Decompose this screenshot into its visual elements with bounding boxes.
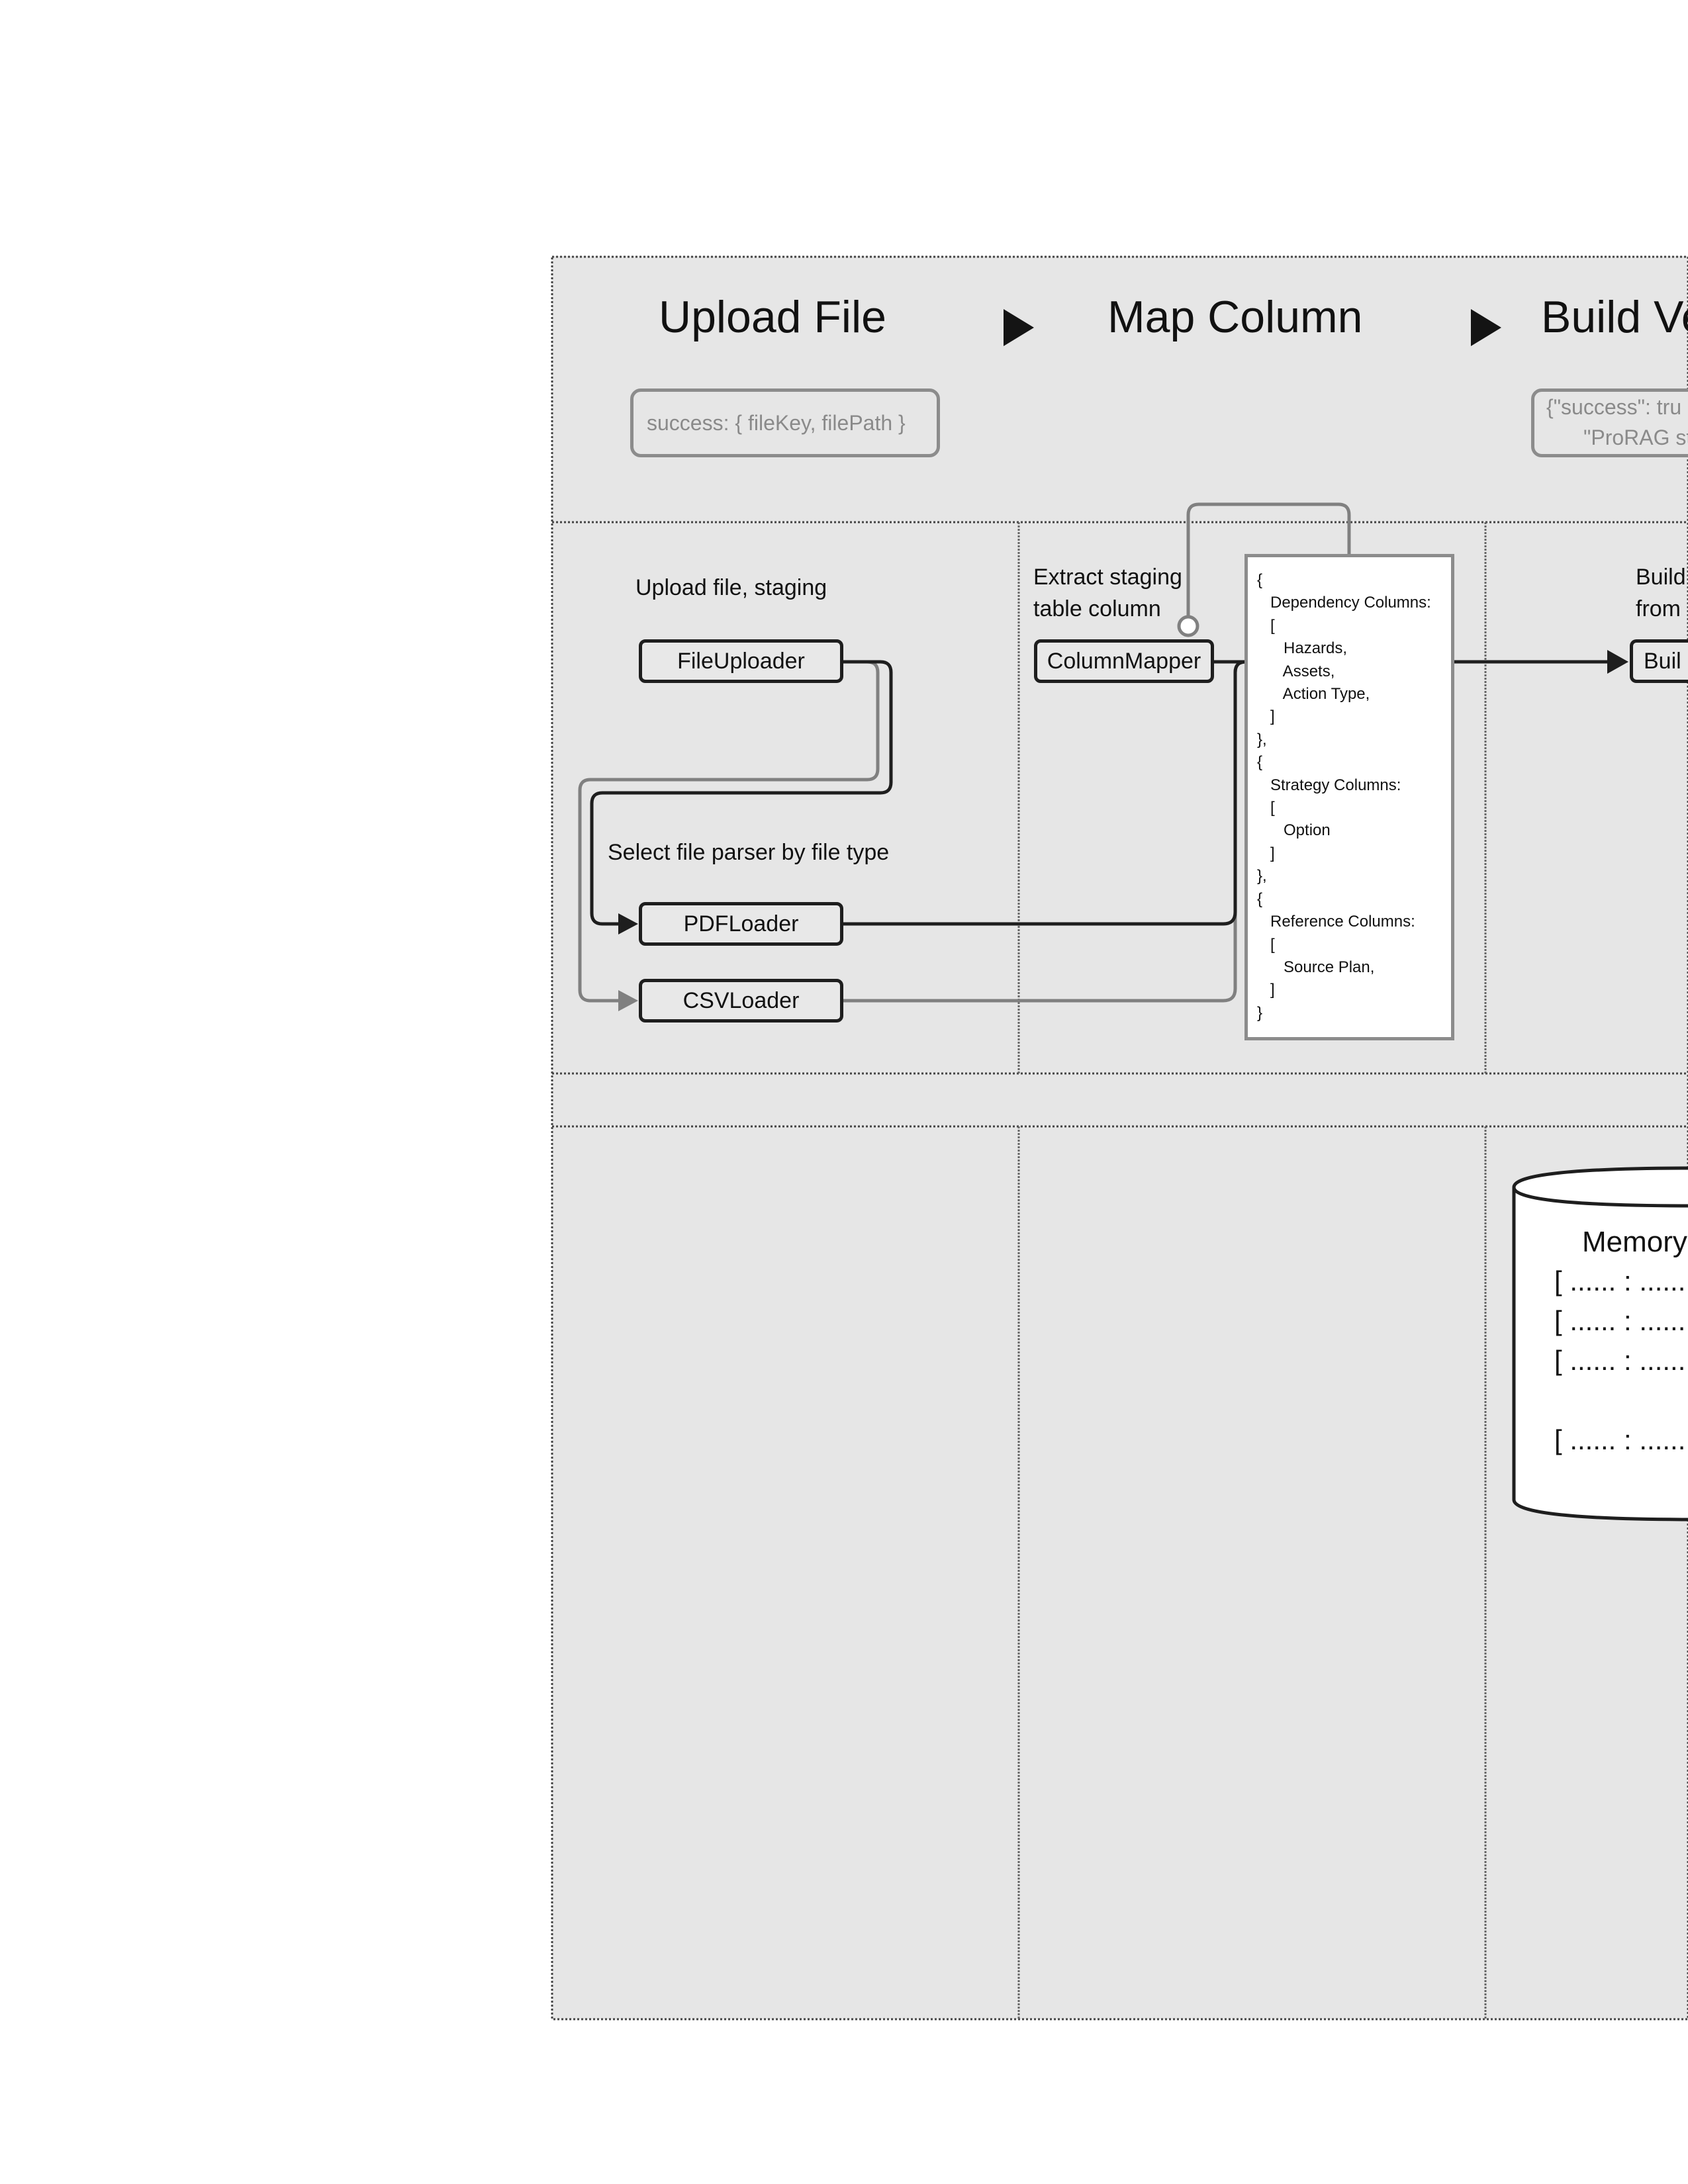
memory-store-title: Memory	[1582, 1226, 1687, 1258]
vector-builder-node[interactable]: Buil	[1630, 639, 1688, 683]
csvloader-arrowhead	[618, 990, 638, 1011]
stage-title-map-column: Map Column	[1107, 292, 1363, 342]
column-spec-line: },	[1257, 867, 1267, 886]
edge-pdfloader-to-columnmapper	[843, 660, 1246, 926]
column-spec-line: Strategy Columns:	[1257, 776, 1401, 794]
column-spec-line: Dependency Columns:	[1257, 594, 1431, 612]
build-result-line-2: "ProRAG st	[1583, 426, 1688, 449]
build-result-line-1: {"success": tru	[1546, 395, 1682, 419]
play-arrow-icon	[1471, 309, 1501, 346]
edge-csvloader-to-columnmapper	[843, 660, 1246, 1003]
column-spec-line: Option	[1257, 821, 1331, 840]
memory-row: [ ...... : ......	[1554, 1305, 1686, 1336]
spec-connector-port	[1177, 615, 1199, 637]
edge-uploader-to-pdfloader	[590, 660, 893, 926]
pdf-loader-node[interactable]: PDFLoader	[639, 902, 843, 946]
column-spec-line: ]	[1257, 844, 1275, 862]
builder-arrowhead	[1607, 650, 1628, 674]
column-spec-line: {	[1257, 571, 1263, 589]
upload-lane-description: Upload file, staging	[635, 575, 827, 600]
column-spec-line: {	[1257, 889, 1263, 908]
column-spec-line: },	[1257, 730, 1267, 749]
column-spec-line: [	[1257, 616, 1275, 635]
upload-result-badge: success: { fileKey, filePath }	[630, 388, 940, 457]
memory-row: [ ...... : ......	[1554, 1424, 1686, 1455]
column-mapper-node[interactable]: ColumnMapper	[1034, 639, 1214, 683]
memory-cylinder-body	[1512, 1166, 1688, 1522]
build-lane-description-line-2: from	[1636, 596, 1681, 621]
pdfloader-arrowhead	[618, 913, 638, 934]
swimlane-frame	[552, 256, 1688, 2019]
stage-title-build: Build Ve	[1541, 292, 1688, 342]
column-spec-line: [	[1257, 935, 1275, 954]
memory-cylinder-rim	[1512, 1187, 1688, 1208]
column-spec-line: Source Plan,	[1257, 958, 1375, 976]
frame-outline	[551, 255, 1688, 2021]
column-spec-line: Reference Columns:	[1257, 913, 1415, 931]
column-spec-line: Hazards,	[1257, 639, 1348, 658]
map-lane-description-line-2: table column	[1033, 596, 1161, 621]
memory-row: [ ...... : ......	[1554, 1345, 1686, 1376]
stage-title-upload-file: Upload File	[659, 292, 886, 342]
build-result-badge: {"success": tru "ProRAG st	[1531, 388, 1688, 457]
csv-loader-node[interactable]: CSVLoader	[639, 979, 843, 1023]
column-spec-line: Action Type,	[1257, 685, 1370, 704]
memory-row: [ ...... : ......	[1554, 1265, 1686, 1297]
edge-spec-to-columnmapper	[1186, 502, 1351, 615]
play-arrow-icon	[1004, 309, 1034, 346]
column-spec-line: ]	[1257, 981, 1275, 999]
column-spec-box: { Dependency Columns: [ Hazards, Assets,…	[1244, 554, 1454, 1040]
column-spec-line: }	[1257, 1003, 1263, 1022]
column-spec-line: ]	[1257, 707, 1275, 726]
file-uploader-node[interactable]: FileUploader	[639, 639, 843, 683]
build-lane-description-line-1: Build	[1636, 565, 1686, 590]
column-spec-line: {	[1257, 753, 1263, 772]
parser-selection-description: Select file parser by file type	[608, 840, 890, 865]
edge-uploader-to-csvloader	[578, 660, 880, 1003]
map-lane-description-line-1: Extract staging	[1033, 565, 1182, 590]
column-spec-line: Assets,	[1257, 662, 1335, 680]
column-spec-line: [	[1257, 799, 1275, 817]
